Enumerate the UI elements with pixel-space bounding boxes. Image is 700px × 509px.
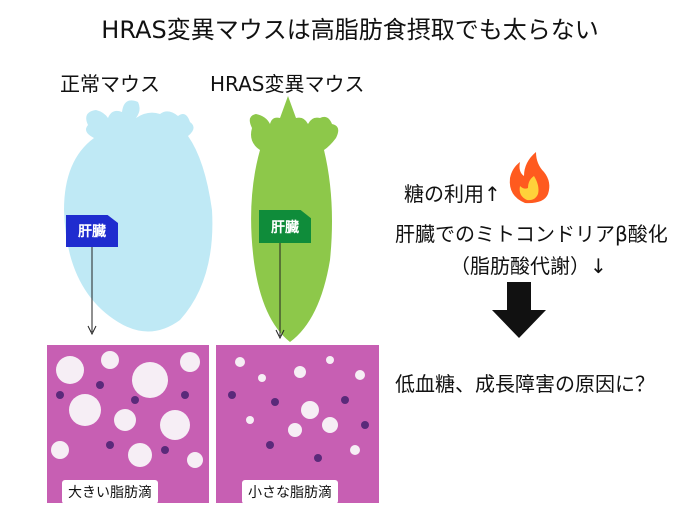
mutant-mouse-label: HRAS変異マウス — [210, 72, 365, 96]
normal-caption: 大きい脂肪滴 — [62, 480, 158, 504]
effect-line-1: 糖の利用↑ — [404, 182, 501, 206]
normal-liver-shape — [64, 100, 213, 332]
result-text: 低血糖、成長障害の原因に？ — [395, 372, 655, 396]
mutant-caption: 小さな脂肪滴 — [242, 480, 338, 504]
fire-icon — [509, 152, 550, 204]
down-arrow-icon — [492, 282, 546, 338]
effect-line-2: 肝臓でのミトコンドリアβ酸化 — [395, 222, 668, 246]
effect-line-3: （脂肪酸代謝）↓ — [450, 254, 607, 278]
page-title: HRAS変異マウスは高脂肪食摂取でも太らない — [101, 16, 599, 44]
mutant-histology-image — [216, 345, 379, 503]
normal-organ-tag: 肝臓 — [66, 215, 118, 247]
mutant-organ-tag: 肝臓 — [259, 210, 311, 243]
normal-mouse-label: 正常マウス — [60, 72, 160, 96]
normal-histology-image — [47, 345, 209, 503]
